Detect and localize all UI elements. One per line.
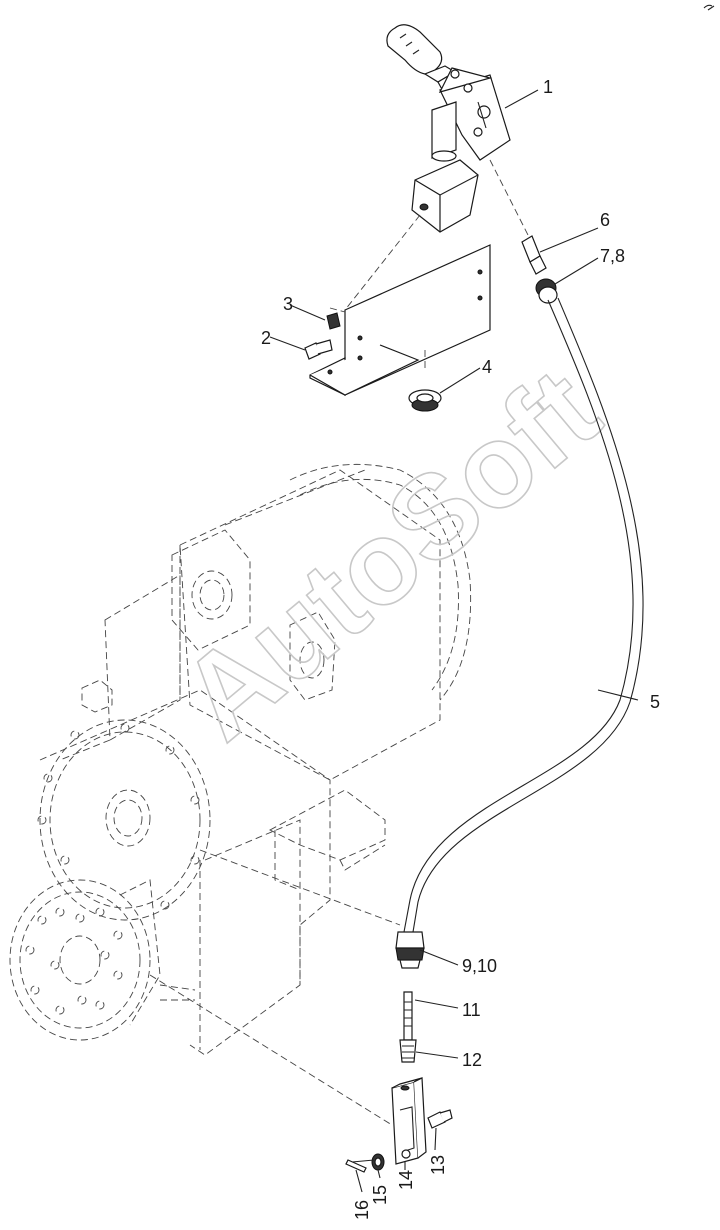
cotter-pin: [345, 1159, 375, 1173]
clevis-pin: [427, 1109, 453, 1129]
bolt: [304, 339, 333, 360]
cover-bolts: [25, 723, 200, 1015]
spring-washer: [326, 307, 346, 330]
clevis: [391, 1077, 427, 1165]
callout-7-8: 7,8: [600, 246, 625, 266]
callout-1: 1: [543, 77, 553, 97]
brake-lever-assembly: [386, 24, 511, 233]
callout-5: 5: [650, 692, 660, 712]
callout-11: 11: [462, 1000, 481, 1020]
corner-mark: [703, 4, 715, 11]
grommet: [408, 389, 442, 412]
mounting-bracket: [309, 244, 491, 396]
transmission-housing: [9, 463, 472, 1056]
callout-2: 2: [261, 328, 271, 348]
callout-6: 6: [600, 210, 610, 230]
brake-cable: [395, 235, 644, 1063]
callout-12: 12: [462, 1050, 482, 1070]
callout-9-10: 9,10: [462, 956, 497, 976]
callout-16: 16: [352, 1200, 372, 1220]
callout-15: 15: [370, 1185, 390, 1205]
callout-13: 13: [428, 1155, 448, 1175]
washer: [371, 1153, 385, 1171]
callout-14: 14: [396, 1170, 416, 1190]
watermark-text: AutoSoft: [157, 344, 623, 765]
callout-leaders: [269, 89, 639, 1193]
callout-3: 3: [283, 294, 293, 314]
callout-4: 4: [482, 357, 492, 377]
